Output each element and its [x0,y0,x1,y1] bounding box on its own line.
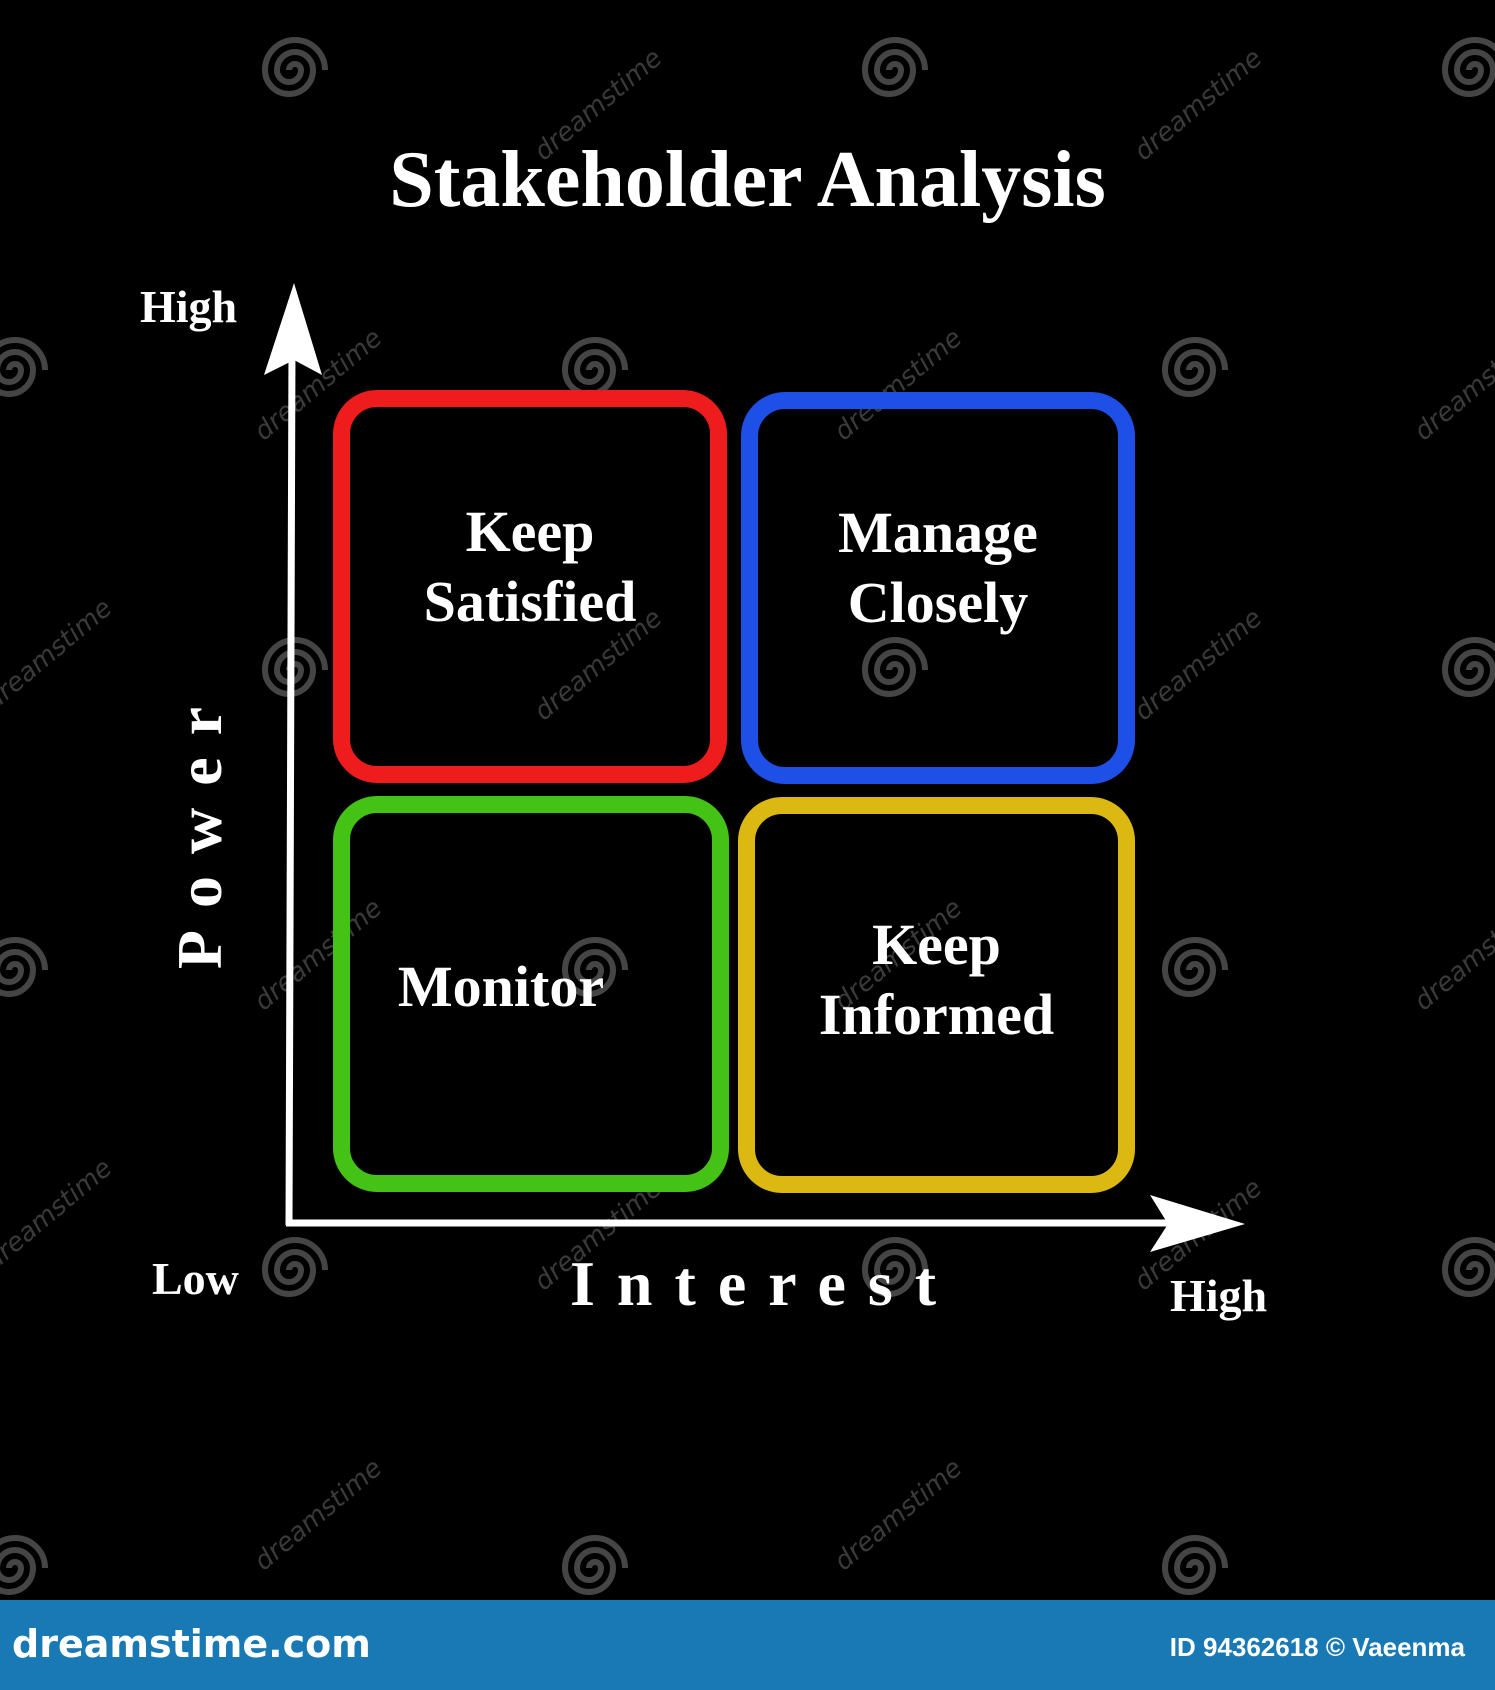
interest-axis-arrowhead [1150,1195,1245,1252]
spiral-logo-icon [861,1237,928,1297]
axes [264,283,1245,1252]
quadrant-label: Manage Closely [838,500,1038,635]
power-axis-line [285,344,296,1226]
quadrant-manage-closely: Manage Closely [741,392,1135,784]
spiral-logo-icon [861,37,928,97]
quadrant-monitor: Monitor [333,796,729,1192]
footer-bar: dreamstime.com ID 94362618 © Vaeenma [0,1600,1495,1690]
power-high-label: High [140,281,238,332]
spiral-logo-icon [1441,1237,1495,1297]
quadrant-keep-informed: Keep Informed [738,797,1135,1193]
diagram-title: Stakeholder Analysis [389,136,1106,224]
power-axis-label: Power [164,684,235,970]
spiral-logo-icon [0,937,48,997]
interest-axis-label: Interest [570,1248,959,1319]
origin-low-label: Low [152,1253,239,1304]
spiral-logo-icon [561,1535,628,1595]
spiral-logo-icon [0,1535,48,1595]
footer-credit: ID 94362618 © Vaeenma [1169,1632,1465,1662]
footer-brand[interactable]: dreamstime.com [12,1622,371,1666]
spiral-logo-icon [561,937,628,997]
spiral-logo-icon [1161,337,1228,397]
spiral-logo-icon [861,637,928,697]
quadrant-keep-satisfied: Keep Satisfied [333,390,727,783]
spiral-logo-icon [1441,37,1495,97]
quadrant-label: Keep Satisfied [423,498,637,634]
spiral-logo-icon [261,637,328,697]
interest-high-label: High [1170,1270,1268,1321]
spiral-logo-icon [1161,1535,1228,1595]
spiral-logo-icon [1161,937,1228,997]
spiral-logo-icon [561,337,628,397]
spiral-logo-icon [0,337,48,397]
power-axis-arrowhead [264,283,322,375]
quadrant-label: Keep Informed [818,912,1055,1047]
quadrant-label: Monitor [397,953,605,1019]
spiral-logo-icon [261,1237,328,1297]
spiral-logo-icon [261,37,328,97]
spiral-logo-icon [1441,637,1495,697]
